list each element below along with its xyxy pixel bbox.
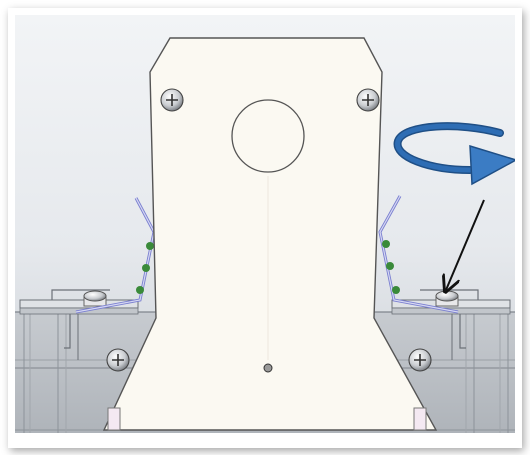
small-pin xyxy=(263,363,273,373)
mounting-bracket xyxy=(102,37,438,431)
center-hole xyxy=(231,99,305,173)
screw-head-icon xyxy=(160,88,184,112)
rotation-arrow-icon xyxy=(393,122,518,186)
left-spring-clip xyxy=(75,197,156,314)
screw-head-icon xyxy=(356,88,380,112)
image-border xyxy=(9,9,521,439)
screw-head-icon xyxy=(408,348,432,372)
pointer-arrow-icon xyxy=(446,199,485,290)
screw-head-icon xyxy=(106,348,130,372)
right-spring-clip xyxy=(378,195,459,314)
